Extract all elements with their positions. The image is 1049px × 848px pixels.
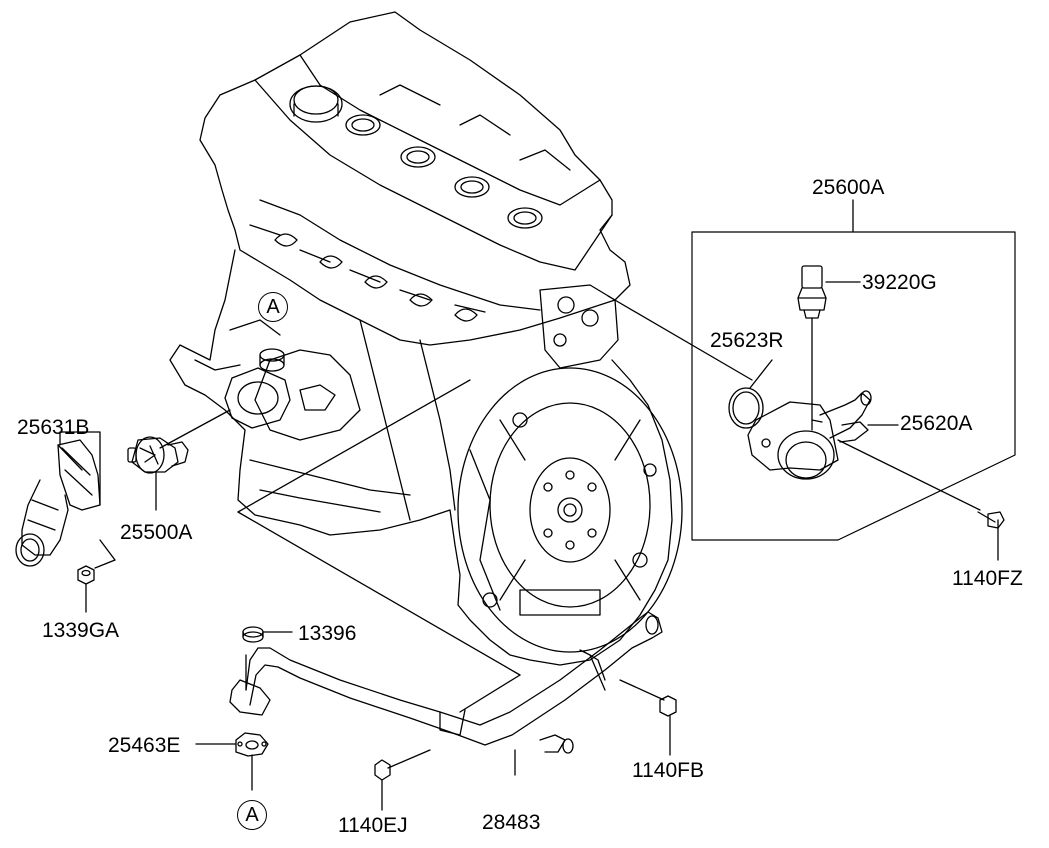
thermostat-drawing: [127, 409, 231, 511]
gasket-drawing: [195, 732, 269, 791]
callout-thermostat: 25500A: [120, 521, 193, 544]
bolt-fb-drawing: [619, 679, 677, 756]
temp-sensor-drawing: [797, 265, 861, 421]
callout-assembly: 25600A: [812, 176, 885, 199]
pipe-drawing: [229, 611, 663, 776]
callout-bolt-fz: 1140FZ: [952, 567, 1023, 590]
bolt-ej-drawing: [374, 749, 431, 811]
nut-drawing: [77, 559, 116, 613]
callout-temp-sensor: 39220G: [862, 271, 937, 294]
assembly-bracket: [691, 199, 1016, 541]
callout-o-ring: 25623R: [710, 329, 784, 352]
engine-block-drawing: [169, 11, 683, 713]
callout-bolt-fb: 1140FB: [632, 759, 704, 782]
callout-inlet-fitting: 25631B: [17, 416, 90, 439]
reference-mark-a-top: A: [258, 292, 288, 322]
bolt-fz-drawing: [977, 511, 1005, 561]
reference-mark-a-bottom: A: [237, 800, 267, 830]
callout-nut: 1339GA: [42, 619, 120, 642]
callout-pipe: 28483: [482, 811, 541, 834]
callout-gasket: 25463E: [108, 734, 181, 757]
o-ring-drawing: [728, 359, 773, 429]
callout-bolt-ej: 1140EJ: [338, 814, 408, 837]
seal-drawing: [242, 626, 293, 643]
water-outlet-drawing: [607, 295, 981, 511]
callout-seal: 13396: [298, 622, 357, 645]
inlet-fitting-drawing: [15, 431, 116, 567]
callout-water-outlet: 25620A: [900, 412, 973, 435]
